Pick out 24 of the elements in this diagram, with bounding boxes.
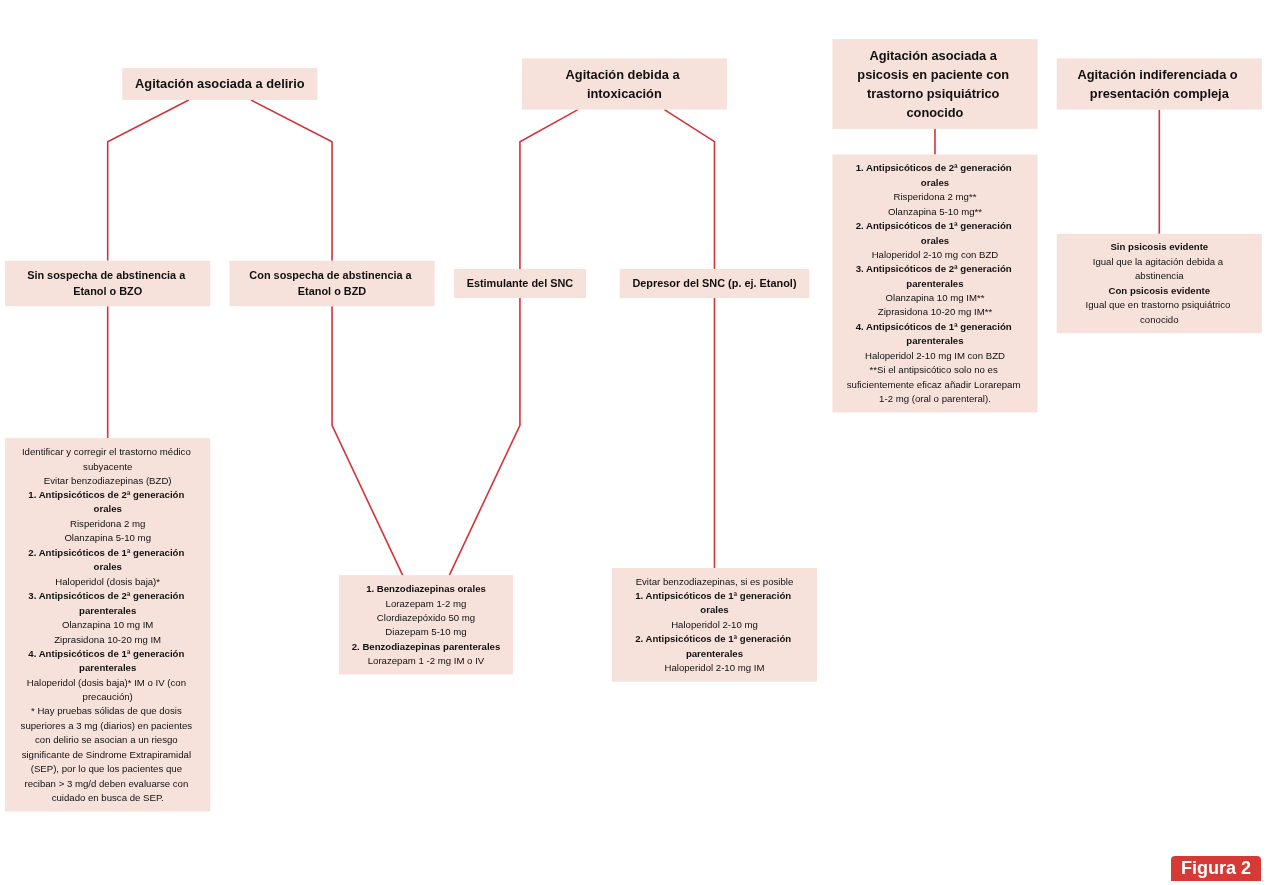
figure-label: Figura 2 xyxy=(1171,856,1261,881)
node-box: Agitación indiferenciada o presentación compleja xyxy=(1056,58,1262,110)
connector xyxy=(106,305,109,439)
connector xyxy=(713,296,716,569)
connector xyxy=(250,98,333,262)
node-box: 1. Antipsicóticos de 2ª generación orales Risperidona 2 mg** Olanzapina 5-10 mg** 2. Antipsicóticos de 1ª generación orales Haloperidol 2-10 mg con BZD 3. Antipsicóticos de 2ª generación parenterales Olanzapina 10 mg IM** Ziprasidona 10-20 mg IM** 4. Antipsicóticos de 1ª generación parenterales Haloperidol 2-10 mg IM con BZD **Si el antipsicótico solo no es suficientemente eficaz añadir Lorarepam 1-2 mg (oral o parenteral). xyxy=(832,154,1038,413)
connector xyxy=(331,305,404,576)
node-box: Identificar y corregir el trastorno médico subyacente Evitar benzodiazepinas (BZD) 1. Antipsicóticos de 2ª generación orales Risperidona 2 mg Olanzapina 5-10 mg 2. Antipsicóticos de 1ª generación orales Haloperidol (dosis baja)* 3. Antipsicóticos de 2ª generación parenterales Olanzapina 10 mg IM Ziprasidona 10-20 mg IM 4. Antipsicóticos de 1ª generación parenterales Haloperidol (dosis baja)* IM o IV (con precaución) * Hay pruebas sólidas de que dosis superiores a 3 mg (diarios) en pacientes con delirio se asocian a un riesgo significante de Sindrome Extrapiramidal (SEP), por lo que los pacientes que reciban > 3 mg/d deben evaluarse con cuidado en busca de SEP. xyxy=(5,437,211,812)
node-box: Sin sospecha de abstinencia a Etanol o BZO xyxy=(5,260,211,306)
connector xyxy=(519,108,579,270)
node-box: Agitación debida a intoxicación xyxy=(521,58,727,110)
connector xyxy=(1158,108,1161,235)
node-box: Agitación asociada a psicosis en paciente con trastorno psiquiátrico conocido xyxy=(832,38,1038,129)
node-box: Estimulante del SNC xyxy=(453,268,587,298)
node-box: Con sospecha de abstinencia a Etanol o BZD xyxy=(229,260,435,306)
connector xyxy=(663,108,716,270)
node-box: Depresor del SNC (p. ej. Etanol) xyxy=(619,268,810,298)
connector xyxy=(106,98,190,262)
node-box: Evitar benzodiazepinas, si es posible 1. Antipsicóticos de 1ª generación orales Haloperidol 2-10 mg 2. Antipsicóticos de 1ª generación parenterales Haloperidol 2-10 mg IM xyxy=(611,567,818,682)
node-box: Agitación asociada a delirio xyxy=(122,67,318,100)
node-box: Sin psicosis evidente Igual que la agitación debida a abstinencia Con psicosis evidente Igual que en trastorno psiquiátrico conocido xyxy=(1056,233,1262,333)
node-box: 1. Benzodiazepinas orales Lorazepam 1-2 mg Clordiazepóxido 50 mg Diazepam 5-10 mg 2. Benzodiazepinas parenterales Lorazepam 1 -2 mg IM o IV xyxy=(338,574,514,675)
connector xyxy=(448,296,521,576)
connector xyxy=(934,127,936,155)
